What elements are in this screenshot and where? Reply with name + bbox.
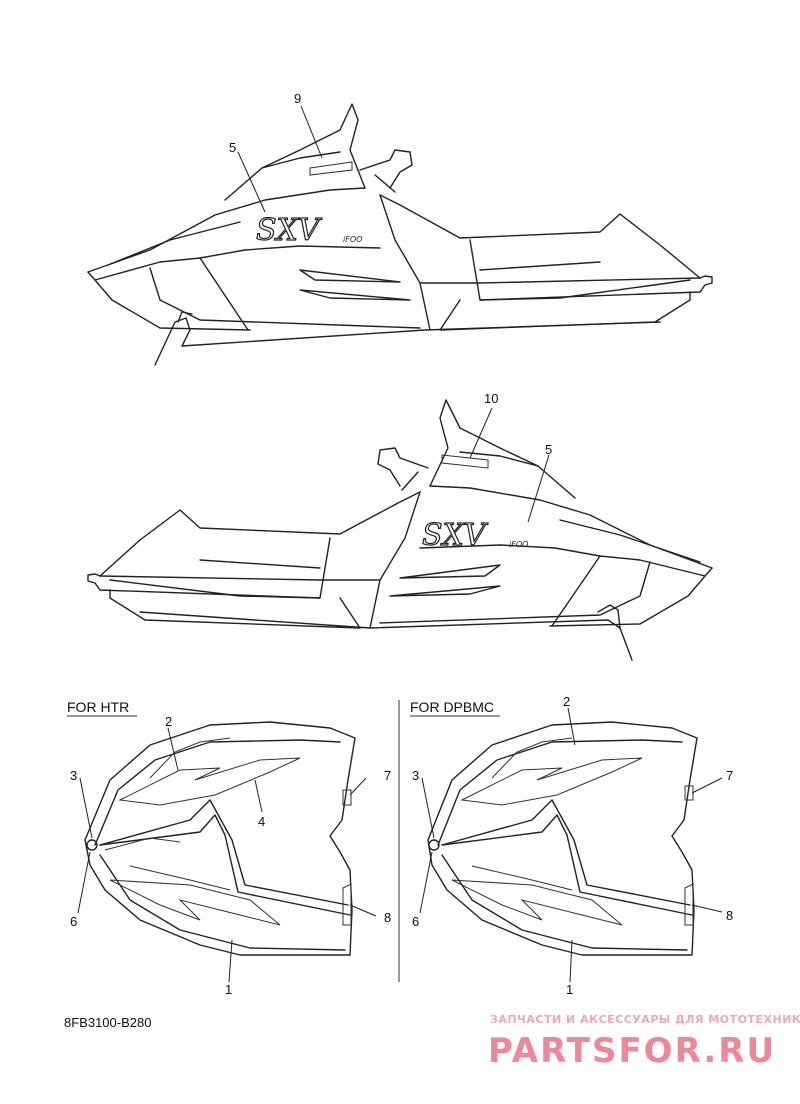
diagram-code: 8FB3100-B280 bbox=[64, 1015, 151, 1030]
watermark-brand: PARTSFOR.RU bbox=[488, 1031, 776, 1071]
hood-view-htr: FOR HTR 2 3 4 7 8 6 1 bbox=[67, 699, 391, 997]
callout-1-dpbmc: 1 bbox=[566, 982, 573, 997]
callout-10-middle: 10 bbox=[484, 391, 498, 406]
callout-2-htr: 2 bbox=[165, 714, 172, 729]
snowmobile-side-view-middle: SXV iFOO 10 5 bbox=[87, 391, 713, 661]
callout-1-htr: 1 bbox=[225, 982, 232, 997]
callout-8-htr: 8 bbox=[384, 910, 391, 925]
snowmobile-side-view-top: SXV iFOO 9 5 bbox=[87, 91, 713, 366]
watermark-tagline: ЗАПЧАСТИ И АКСЕССУАРЫ ДЛЯ МОТОТЕХНИКИ bbox=[490, 1013, 800, 1026]
decal-logo-sxv-middle: SXV bbox=[422, 518, 489, 553]
callout-9-top: 9 bbox=[294, 91, 301, 106]
decal-logo-sxv-top: SXV bbox=[256, 213, 323, 248]
watermark: ЗАПЧАСТИ И АКСЕССУАРЫ ДЛЯ МОТОТЕХНИКИ PA… bbox=[488, 1013, 800, 1071]
callout-3-dpbmc: 3 bbox=[412, 768, 419, 783]
callout-7-htr: 7 bbox=[384, 768, 391, 783]
section-label-dpbmc: FOR DPBMC bbox=[410, 699, 494, 715]
callout-6-htr: 6 bbox=[70, 914, 77, 929]
callout-7-dpbmc: 7 bbox=[726, 768, 733, 783]
decal-logo-sub-top: iFOO bbox=[343, 235, 362, 244]
hood-view-dpbmc: FOR DPBMC 2 3 7 8 6 1 bbox=[410, 694, 733, 997]
callout-2-dpbmc: 2 bbox=[563, 694, 570, 709]
callout-8-dpbmc: 8 bbox=[726, 908, 733, 923]
callout-5-middle: 5 bbox=[545, 442, 552, 457]
callout-4-htr: 4 bbox=[258, 814, 265, 829]
callout-6-dpbmc: 6 bbox=[412, 914, 419, 929]
section-label-htr: FOR HTR bbox=[67, 699, 129, 715]
callout-5-top: 5 bbox=[229, 140, 236, 155]
callout-3-htr: 3 bbox=[70, 768, 77, 783]
decal-logo-sub-middle: iFOO bbox=[509, 540, 528, 549]
